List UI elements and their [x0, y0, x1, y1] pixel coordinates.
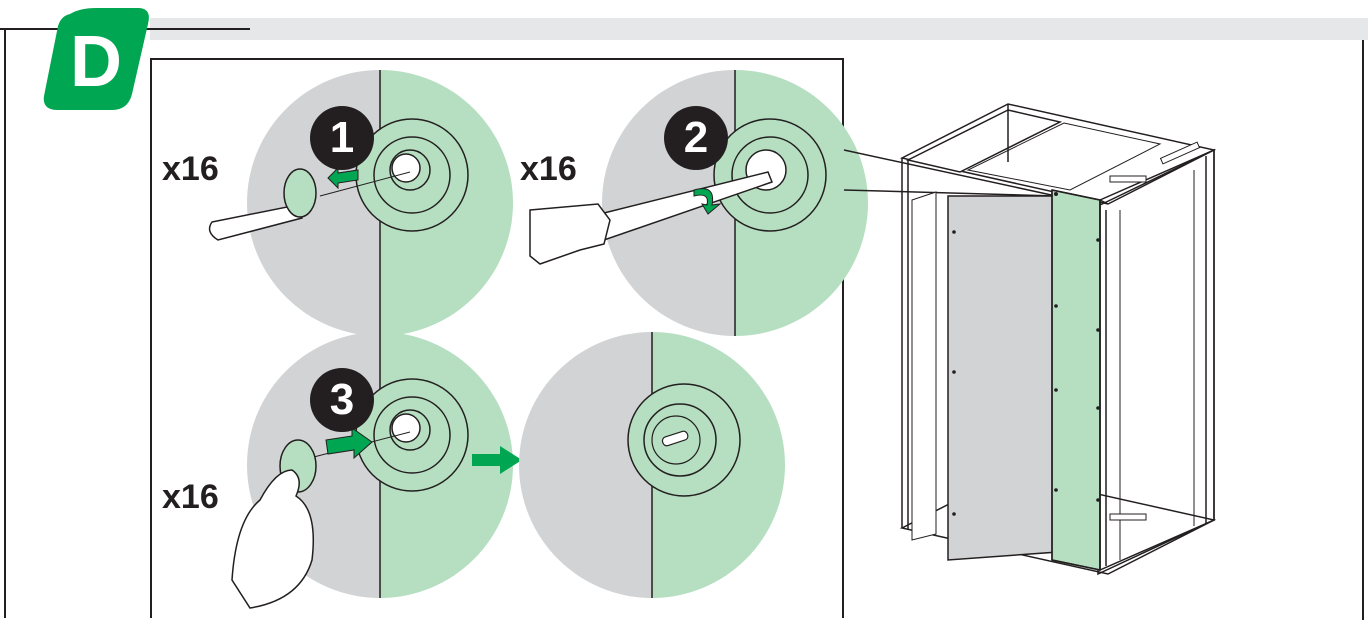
enclosure-illustration	[899, 103, 1217, 576]
callout-line-top	[843, 149, 1057, 197]
frame-right-rule	[1362, 40, 1364, 620]
detail-circle-2	[529, 70, 868, 336]
step-number-2: 2	[664, 106, 728, 170]
next-arrow	[472, 446, 522, 474]
enclosure-screws	[952, 192, 1100, 516]
detail-circle-4	[519, 332, 785, 598]
step-badge-letter: D	[70, 22, 122, 102]
header-bar	[150, 18, 1368, 40]
callout-line-bottom	[843, 189, 1057, 197]
frame-left-rule	[4, 28, 6, 618]
step-badge-shape	[43, 8, 149, 110]
detail-circle-1	[208, 70, 513, 336]
step-number-1: 1	[310, 106, 374, 170]
quantity-label-step-3: x16	[162, 478, 219, 516]
quantity-label-step-1: x16	[162, 150, 219, 188]
quantity-label-step-2: x16	[520, 150, 577, 188]
step-number-3: 3	[310, 368, 374, 432]
